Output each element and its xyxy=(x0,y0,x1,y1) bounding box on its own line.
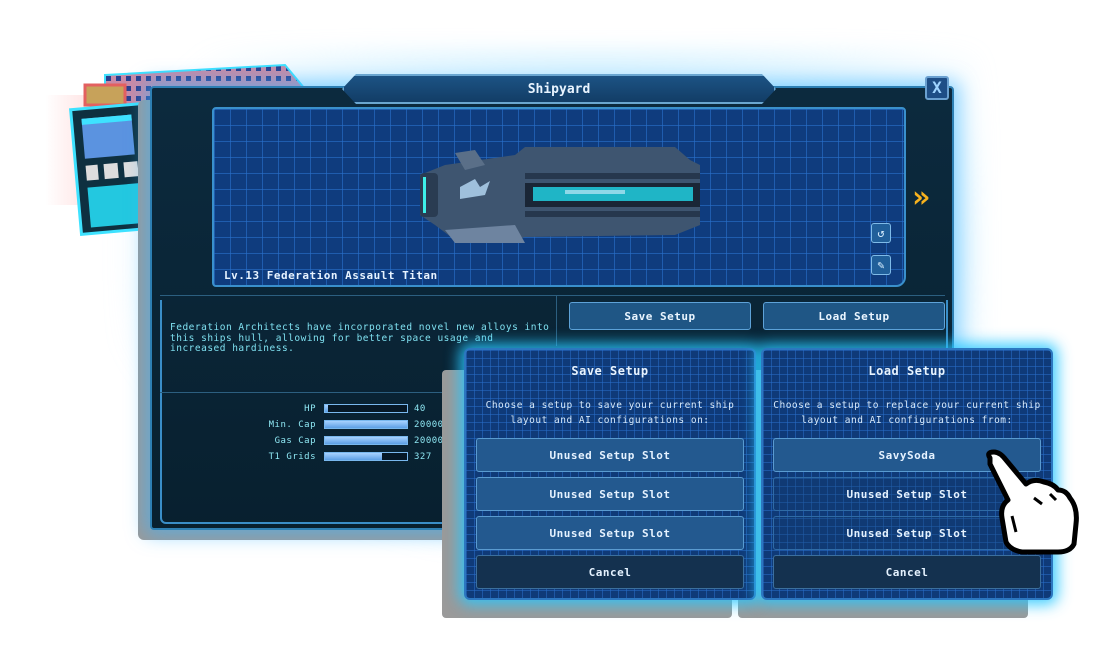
stat-label: Gas Cap xyxy=(274,435,316,446)
save-slot-1[interactable]: Unused Setup Slot xyxy=(476,438,744,472)
load-cancel-button[interactable]: Cancel xyxy=(773,555,1041,589)
stat-row-min-cap: Min. Cap 200000 xyxy=(240,419,450,430)
window-title: Shipyard xyxy=(527,81,591,97)
next-ship-button[interactable]: » xyxy=(912,180,930,215)
dialog-title: Load Setup xyxy=(868,364,946,378)
stat-row-gas-cap: Gas Cap 200000 xyxy=(240,435,450,446)
stat-value: 327 xyxy=(414,451,432,462)
stat-value: 200000 xyxy=(414,419,450,430)
window-title-bar: Shipyard xyxy=(342,74,776,104)
stat-label: T1 Grids xyxy=(268,451,316,462)
stat-row-t1-grids: T1 Grids 327 xyxy=(240,451,432,462)
ship-sprite xyxy=(420,147,700,243)
rotate-button[interactable]: ↺ xyxy=(871,223,891,243)
stat-bar xyxy=(324,404,408,413)
save-cancel-button[interactable]: Cancel xyxy=(476,555,744,589)
save-slot-2[interactable]: Unused Setup Slot xyxy=(476,477,744,511)
stat-value: 40 xyxy=(414,403,426,414)
divider xyxy=(556,296,557,346)
load-setup-button[interactable]: Load Setup xyxy=(763,302,945,330)
stat-label: HP xyxy=(304,403,316,414)
stat-value: 200000 xyxy=(414,435,450,446)
ship-name: Lv.13 Federation Assault Titan xyxy=(224,269,438,282)
close-button[interactable]: X xyxy=(925,76,949,100)
divider xyxy=(160,295,945,296)
dialog-text: Choose a setup to save your current ship… xyxy=(485,400,735,426)
save-setup-button[interactable]: Save Setup xyxy=(569,302,751,330)
stat-bar xyxy=(324,452,408,461)
rotate-icon: ↺ xyxy=(877,226,885,240)
divider xyxy=(160,392,460,393)
stat-bar xyxy=(324,420,408,429)
stat-row-hp: HP 40 xyxy=(240,403,426,414)
pointing-hand-icon xyxy=(986,449,1079,555)
dialog-text: Choose a setup to replace your current s… xyxy=(773,400,1041,426)
load-slot-3[interactable]: Unused Setup Slot xyxy=(773,516,1041,550)
load-slot-2[interactable]: Unused Setup Slot xyxy=(773,477,1041,511)
stat-bar xyxy=(324,436,408,445)
eyedropper-button[interactable]: ✎ xyxy=(871,255,891,275)
stat-label: Min. Cap xyxy=(268,419,316,430)
double-chevron-right-icon: » xyxy=(912,180,930,215)
dialog-title: Save Setup xyxy=(571,364,649,378)
save-setup-dialog: Save Setup Choose a setup to save your c… xyxy=(464,348,756,600)
ship-description: Federation Architects have incorporated … xyxy=(170,322,550,354)
eyedropper-icon: ✎ xyxy=(877,258,885,272)
save-slot-3[interactable]: Unused Setup Slot xyxy=(476,516,744,550)
close-icon: X xyxy=(932,78,942,97)
